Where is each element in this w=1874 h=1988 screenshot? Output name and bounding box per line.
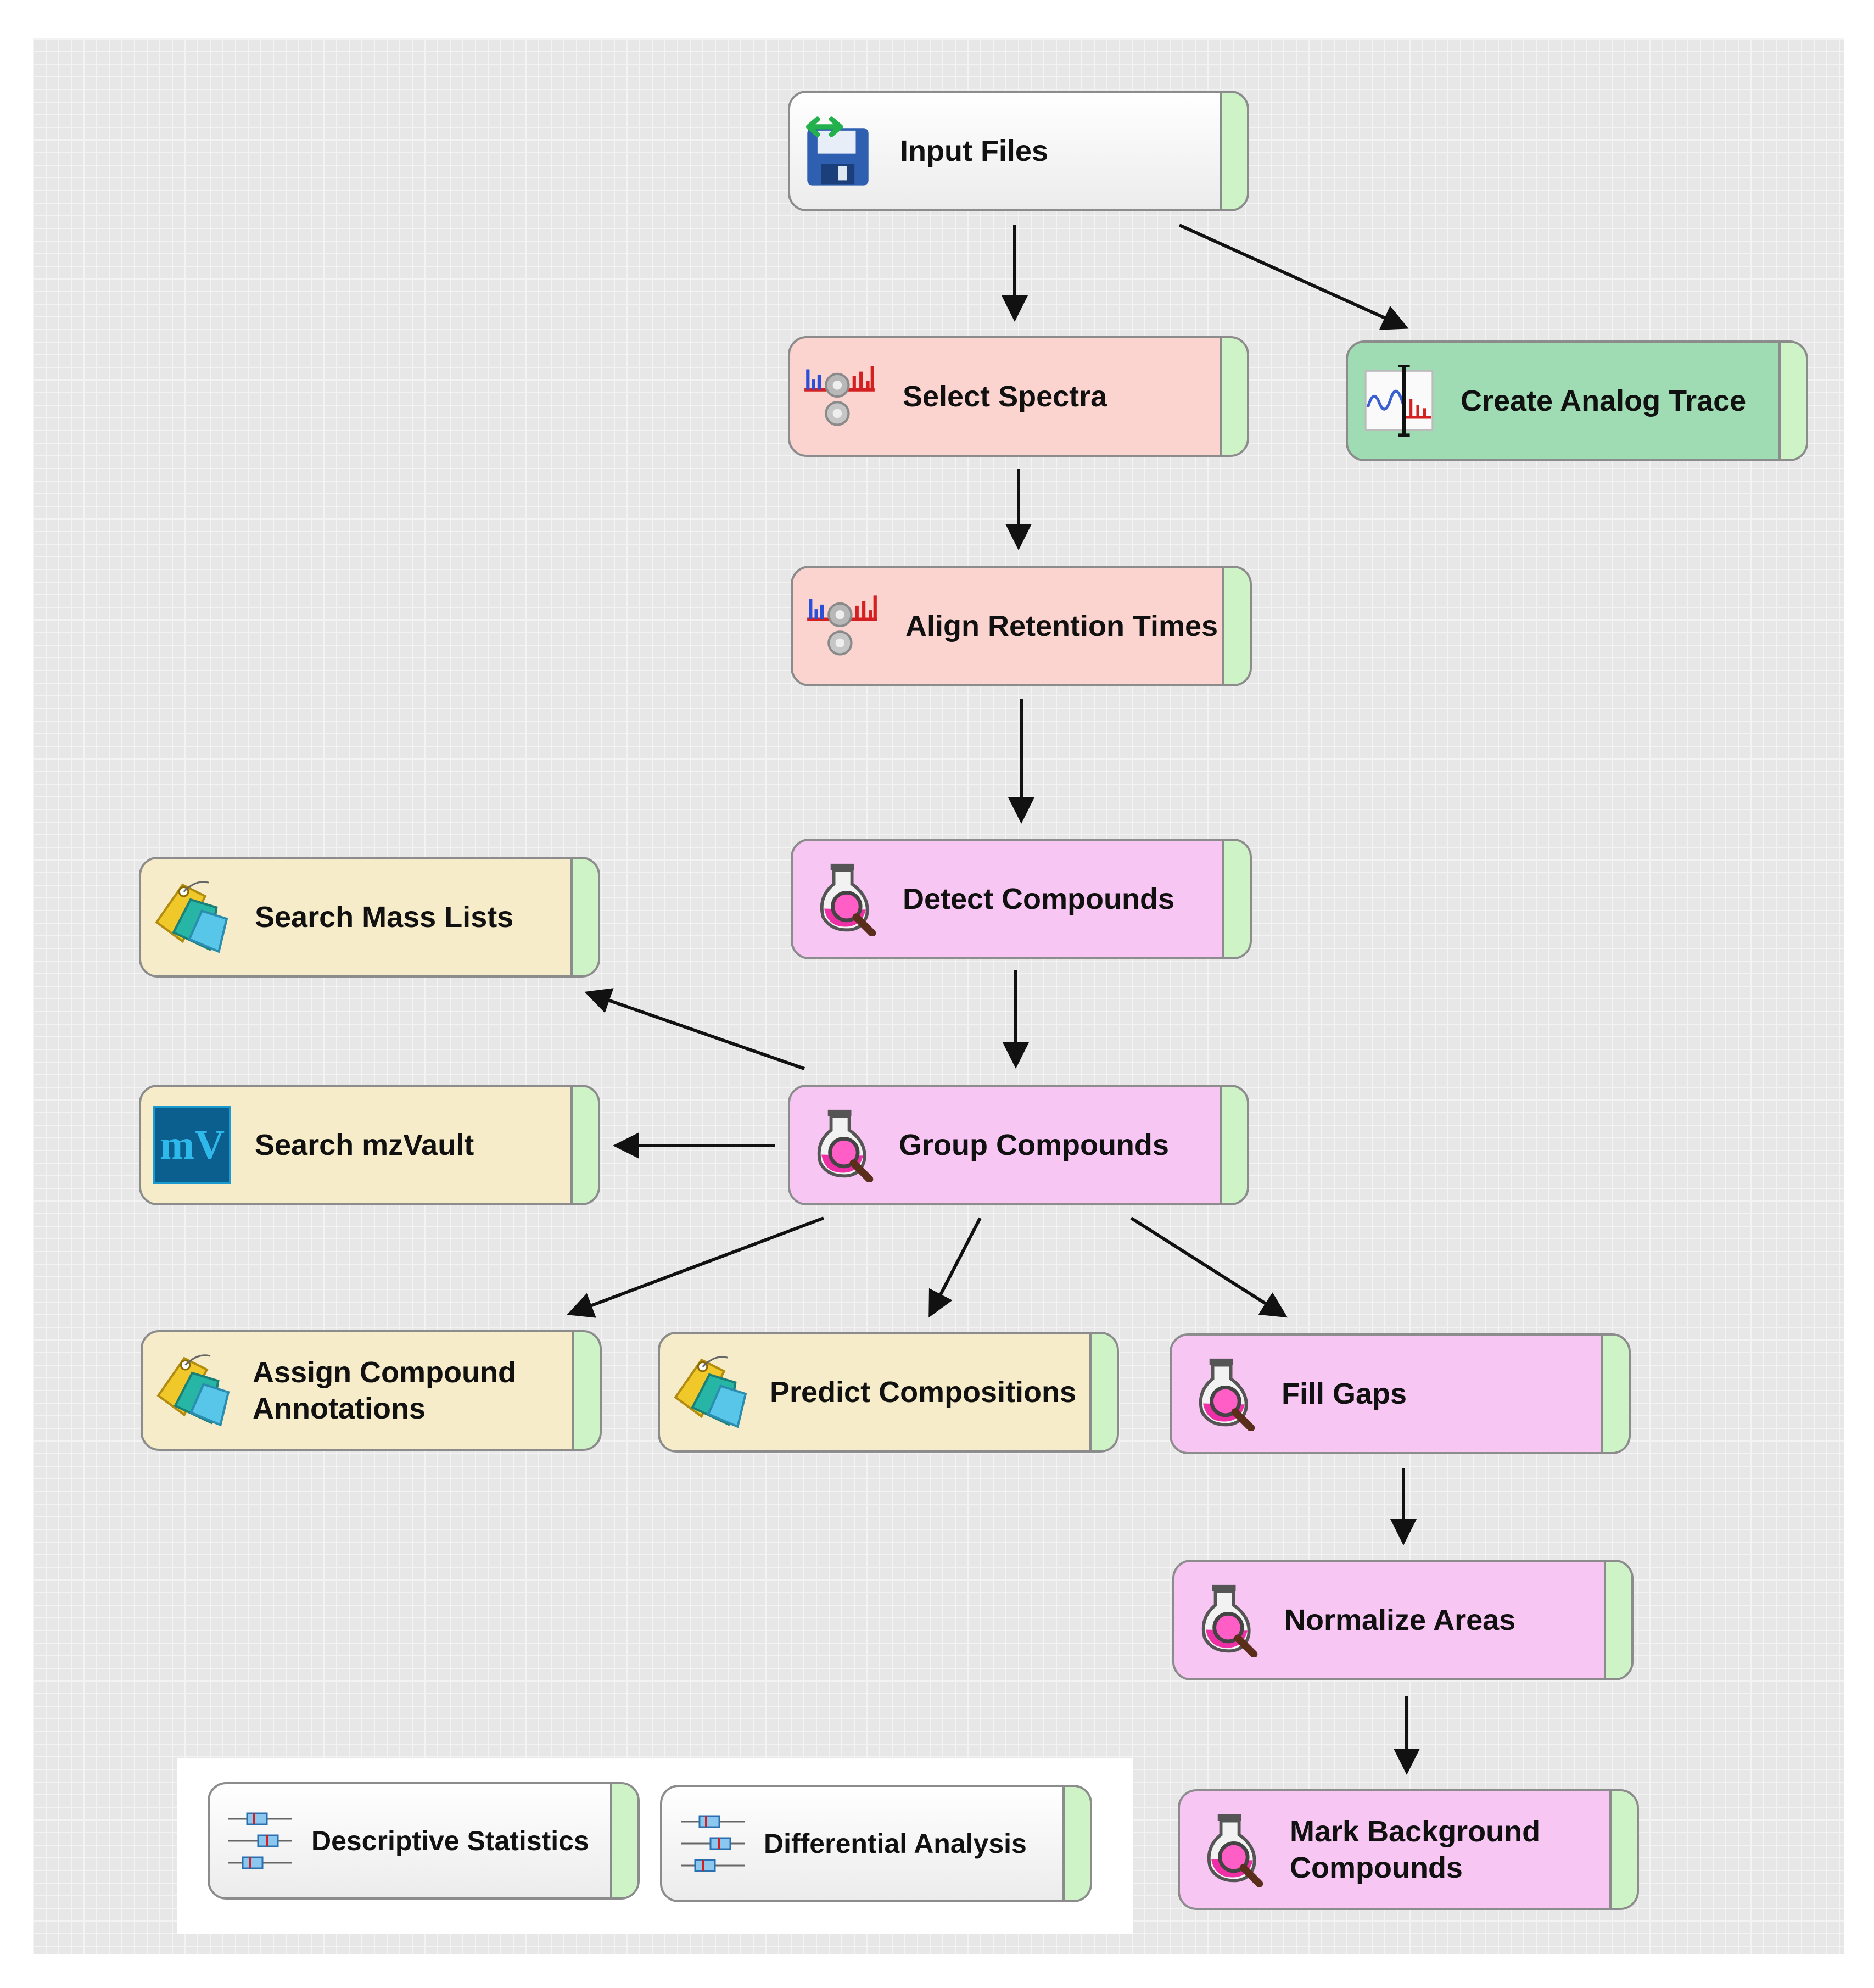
output-port-tab[interactable]	[1601, 1336, 1629, 1452]
node-label: Input Files	[900, 135, 1048, 167]
node-label: Detect Compounds	[903, 883, 1175, 915]
node-label: Descriptive Statistics	[311, 1825, 589, 1856]
node-normalize-areas[interactable]: Normalize Areas	[1172, 1560, 1634, 1680]
output-port-tab[interactable]	[1222, 568, 1250, 684]
output-port-tab[interactable]	[572, 1332, 600, 1449]
output-port-tab[interactable]	[1778, 343, 1806, 459]
node-detect-compounds[interactable]: Detect Compounds	[791, 839, 1252, 959]
flask-magnifier-icon	[1191, 1583, 1261, 1657]
node-label: Differential Analysis	[764, 1828, 1027, 1859]
output-port-tab[interactable]	[1220, 93, 1247, 209]
analog-trace-icon	[1363, 365, 1435, 437]
tags-icon	[153, 879, 229, 955]
node-label: Search Mass Lists	[255, 901, 514, 934]
spectrum-gear-icon	[805, 589, 880, 663]
node-label: Mark Background Compounds	[1290, 1813, 1540, 1886]
node-search-mzvault[interactable]: mV Search mzVault	[139, 1085, 600, 1205]
node-differential-analysis[interactable]: Differential Analysis	[660, 1785, 1092, 1902]
node-search-mass-lists[interactable]: Search Mass Lists	[139, 857, 600, 978]
flask-magnifier-icon	[807, 1108, 877, 1182]
node-label-line-1: Assign Compound	[253, 1356, 516, 1389]
spectrum-gear-icon	[802, 359, 877, 434]
node-fill-gaps[interactable]: Fill Gaps	[1170, 1333, 1631, 1454]
node-label: Align Retention Times	[905, 610, 1218, 643]
node-label: Assign Compound Annotations	[253, 1354, 516, 1427]
output-port-tab[interactable]	[1089, 1334, 1117, 1450]
node-input-files[interactable]: Input Files	[788, 91, 1249, 211]
output-port-tab[interactable]	[610, 1784, 637, 1897]
box-plot-icon	[680, 1815, 746, 1872]
node-label-line-2: Annotations	[253, 1392, 426, 1425]
mzvault-icon-text: mV	[159, 1121, 225, 1168]
box-plot-icon	[227, 1812, 293, 1869]
node-label: Fill Gaps	[1282, 1377, 1407, 1410]
node-predict-compositions[interactable]: Predict Compositions	[658, 1332, 1119, 1453]
tags-icon	[155, 1353, 231, 1428]
output-port-tab[interactable]	[1220, 338, 1247, 455]
node-label: Create Analog Trace	[1461, 384, 1747, 417]
node-align-retention-times[interactable]: Align Retention Times	[791, 566, 1252, 686]
node-label: Normalize Areas	[1284, 1604, 1516, 1637]
tags-icon	[672, 1354, 748, 1430]
output-port-tab[interactable]	[1604, 1562, 1631, 1678]
flask-magnifier-icon	[809, 862, 880, 936]
node-label: Search mzVault	[255, 1129, 474, 1161]
output-port-tab[interactable]	[570, 859, 598, 975]
node-label: Group Compounds	[899, 1129, 1169, 1161]
node-label-line-2: Compounds	[1290, 1851, 1463, 1884]
output-port-tab[interactable]	[1609, 1791, 1637, 1908]
output-port-tab[interactable]	[1220, 1087, 1247, 1203]
node-label: Predict Compositions	[770, 1376, 1077, 1409]
node-label: Select Spectra	[903, 380, 1107, 413]
node-mark-background-compounds[interactable]: Mark Background Compounds	[1178, 1789, 1639, 1910]
node-create-analog-trace[interactable]: Create Analog Trace	[1346, 340, 1808, 461]
flask-magnifier-icon	[1196, 1812, 1267, 1887]
output-port-tab[interactable]	[1222, 841, 1250, 957]
node-label-line-1: Mark Background	[1290, 1815, 1541, 1848]
output-port-tab[interactable]	[1062, 1787, 1090, 1900]
node-descriptive-statistics[interactable]: Descriptive Statistics	[208, 1782, 640, 1900]
output-port-tab[interactable]	[570, 1087, 598, 1203]
flask-magnifier-icon	[1188, 1356, 1258, 1431]
mzvault-icon: mV	[153, 1106, 231, 1184]
floppy-disk-icon	[802, 115, 874, 187]
node-assign-compound-annotations[interactable]: Assign Compound Annotations	[141, 1330, 602, 1451]
node-select-spectra[interactable]: Select Spectra	[788, 336, 1249, 457]
node-group-compounds[interactable]: Group Compounds	[788, 1085, 1249, 1205]
